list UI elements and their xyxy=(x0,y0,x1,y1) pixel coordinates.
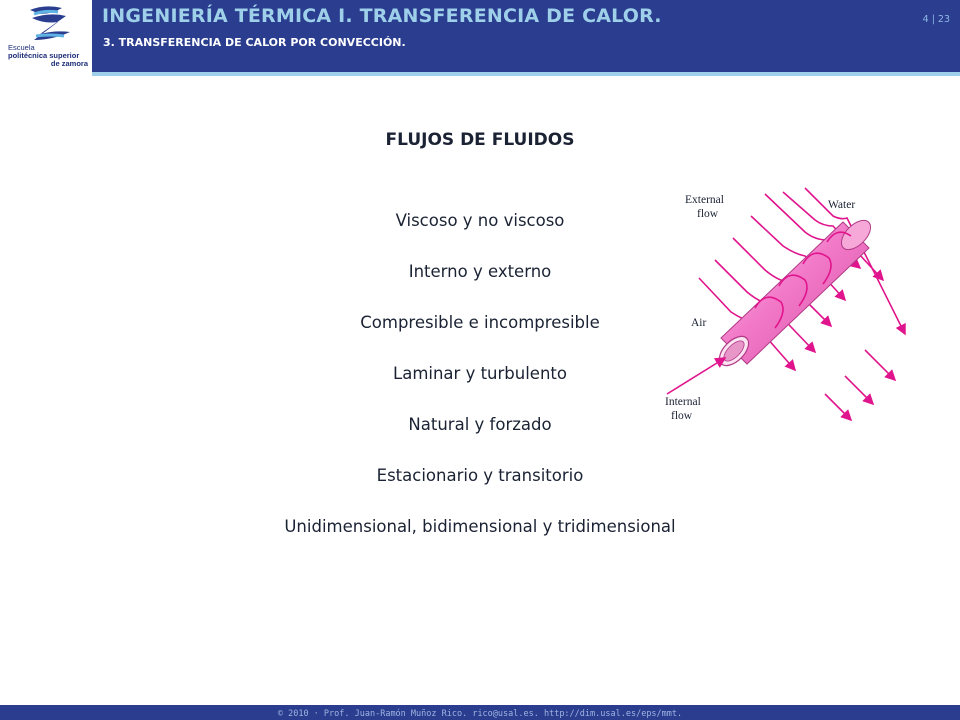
slide-header: Escuela politécnica superior de zamora I… xyxy=(0,0,960,76)
list-item: Interno y externo xyxy=(408,262,552,281)
page-number: 4 | 23 xyxy=(922,14,950,25)
list-item: Unidimensional, bidimensional y tridimen… xyxy=(284,517,676,536)
internal-flow-arrow xyxy=(666,357,727,395)
list-item: Laminar y turbulento xyxy=(393,364,567,383)
label-internal-line1: Internal xyxy=(665,396,701,408)
logo-line-2: politécnica superior xyxy=(8,51,80,60)
list-item: Compresible e incompresible xyxy=(360,313,600,332)
list-item: Estacionario y transitorio xyxy=(376,466,584,485)
logo-text: Escuela politécnica superior de zamora xyxy=(8,44,92,68)
logo-line-3: de zamora xyxy=(50,59,88,68)
list-item: Viscoso y no viscoso xyxy=(395,211,565,230)
label-external-line1: External xyxy=(685,194,724,206)
school-logo: Escuela politécnica superior de zamora xyxy=(0,0,92,76)
header-divider xyxy=(92,72,960,76)
list-item: Natural y forzado xyxy=(408,415,552,434)
logo-line-1: Escuela xyxy=(8,43,35,52)
topic-list: Viscoso y no viscoso Interno y externo C… xyxy=(230,207,730,564)
label-external-line2: flow xyxy=(697,208,719,220)
logo-mark-icon xyxy=(30,6,70,40)
label-air: Air xyxy=(691,317,707,329)
streamline-wraps xyxy=(754,231,852,329)
section-title: FLUJOS DE FLUIDOS xyxy=(385,130,575,150)
slide-footer: © 2010 · Prof. Juan-Ramón Muñoz Rico. ri… xyxy=(0,705,960,720)
chapter-subtitle: 3. TRANSFERENCIA DE CALOR POR CONVECCIÓN… xyxy=(103,36,406,49)
footer-credits: © 2010 · Prof. Juan-Ramón Muñoz Rico. ri… xyxy=(277,709,683,719)
label-internal-line2: flow xyxy=(671,410,693,422)
pipe-icon xyxy=(718,219,872,367)
pipe-flow-illustration: External flow Water Air Internal flow xyxy=(665,187,906,422)
flow-figure: External flow Water Air Internal flow xyxy=(655,180,915,430)
label-water: Water xyxy=(828,199,855,211)
course-title: INGENIERÍA TÉRMICA I. TRANSFERENCIA DE C… xyxy=(102,5,662,27)
